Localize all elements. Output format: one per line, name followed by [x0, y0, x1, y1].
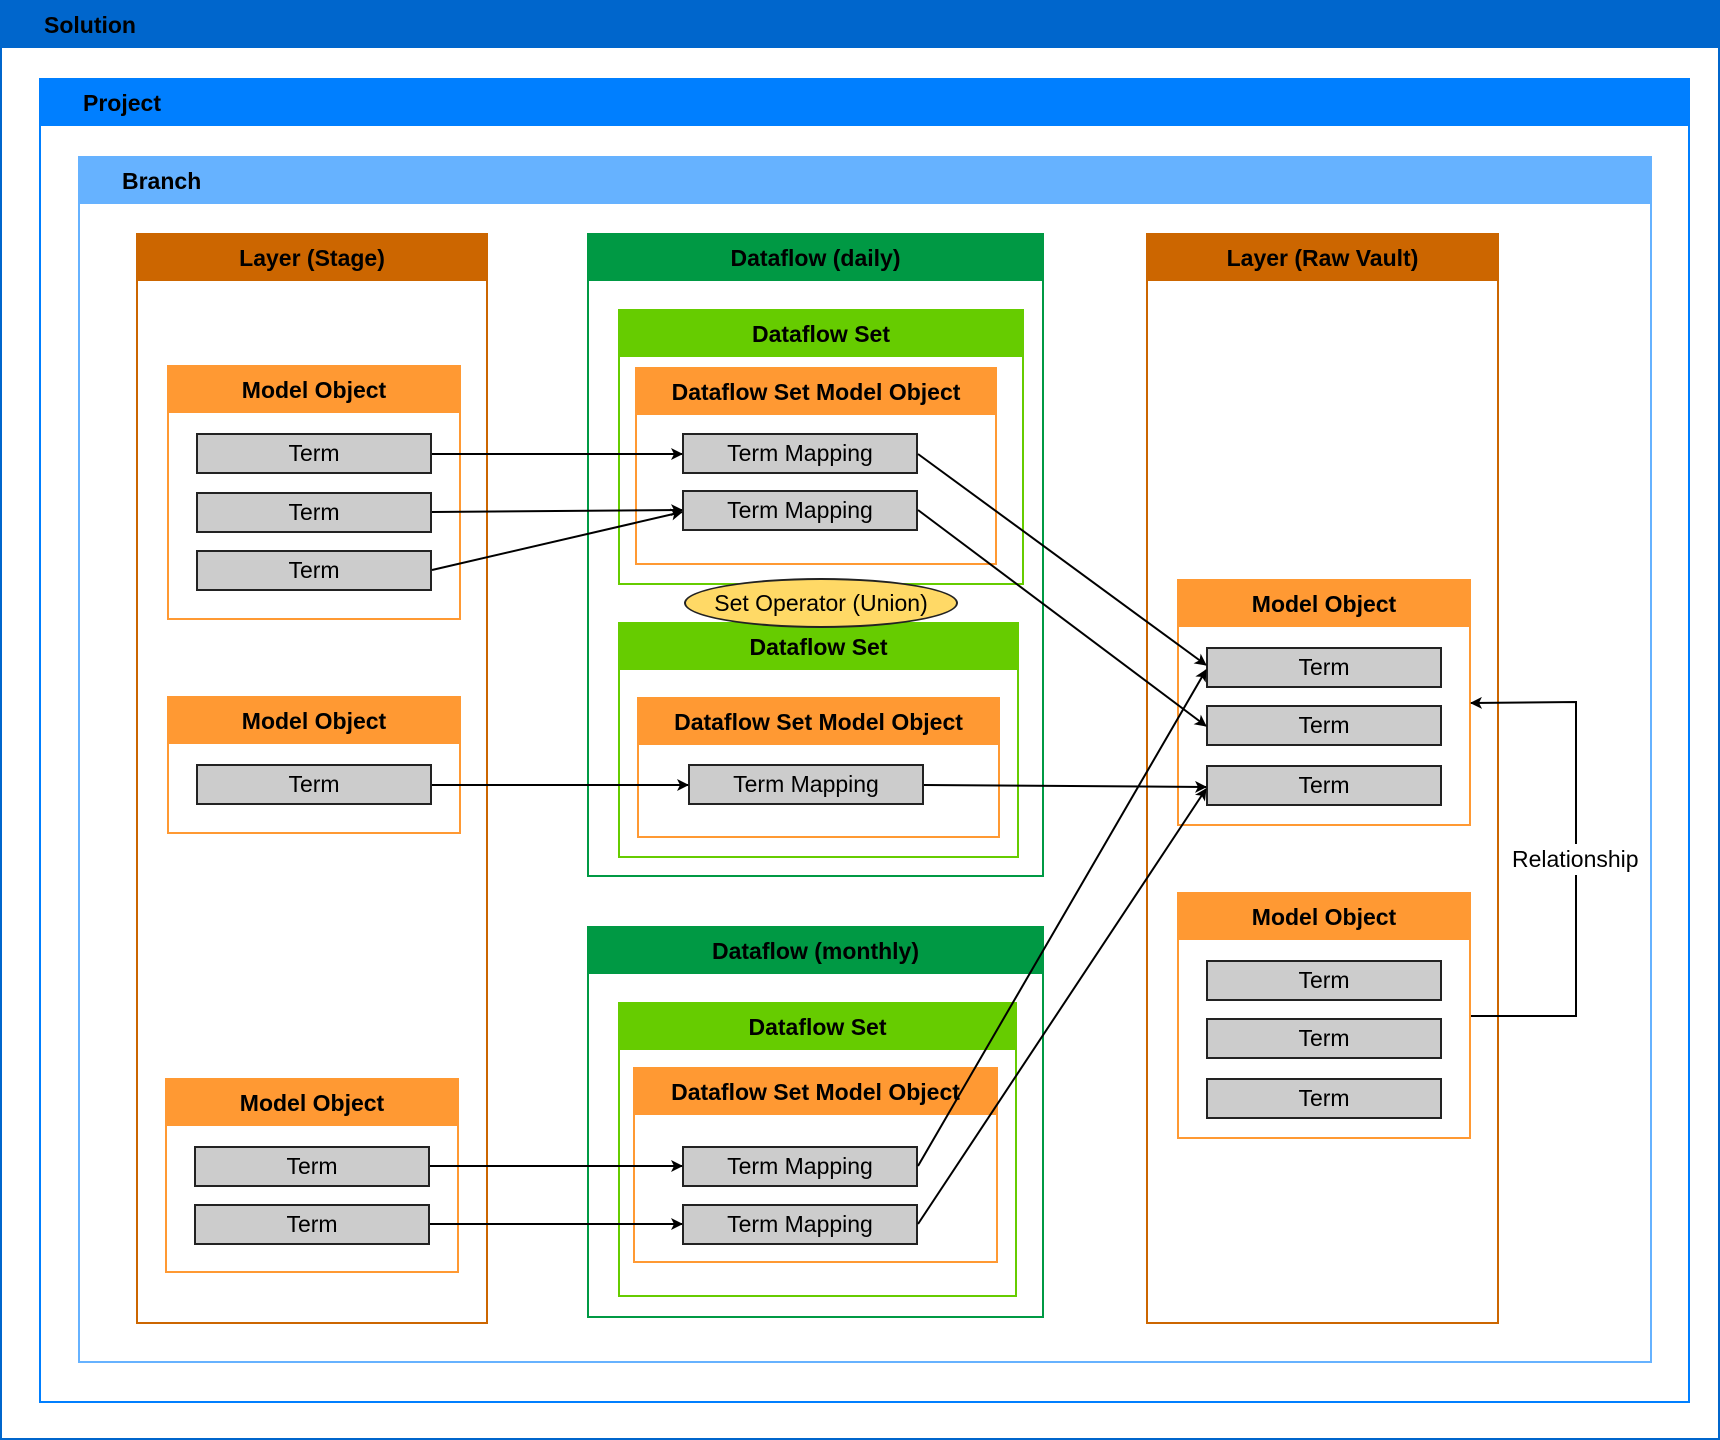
daily-set-1-model-object-header: Dataflow Set Model Object: [637, 369, 995, 415]
monthly-set-1-model-object-header: Dataflow Set Model Object: [635, 1069, 996, 1115]
project-header: Project: [41, 80, 1688, 126]
daily-dataflow-set-2-header: Dataflow Set: [620, 624, 1017, 670]
stage-mo3-term-1[interactable]: Term: [194, 1146, 430, 1187]
stage-mo1-term-2[interactable]: Term: [196, 492, 432, 533]
monthly-set-1-model-object-title: Dataflow Set Model Object: [671, 1078, 960, 1105]
arrow-monthly-mapping1-to-vault-term1: [917, 669, 1207, 1167]
stage-mo1-term-1[interactable]: Term: [196, 433, 432, 474]
vault-model-object-2-header: Model Object: [1179, 894, 1469, 940]
daily-set-1-model-object-title: Dataflow Set Model Object: [671, 378, 961, 405]
stage-mo3-term-2[interactable]: Term: [194, 1204, 430, 1245]
arrow-stage-term3-to-mapping2: [431, 508, 683, 571]
daily-set-1-term-mapping-1[interactable]: Term Mapping: [682, 433, 918, 474]
stage-model-object-3-header: Model Object: [167, 1080, 457, 1126]
dataflow-monthly-title: Dataflow (monthly): [712, 937, 919, 964]
daily-dataflow-set-2-title: Dataflow Set: [749, 633, 888, 660]
dataflow-daily-header: Dataflow (daily): [589, 235, 1042, 281]
daily-set-1-term-mapping-2[interactable]: Term Mapping: [682, 490, 918, 531]
dataflow-monthly-header: Dataflow (monthly): [589, 928, 1042, 974]
stage-model-object-2-title: Model Object: [241, 707, 387, 734]
vault-mo2-term-1[interactable]: Term: [1206, 960, 1442, 1001]
daily-dataflow-set-1-header: Dataflow Set: [620, 311, 1022, 357]
vault-model-object-1-title: Model Object: [1251, 590, 1397, 617]
arrow-stage-term2-to-mapping2: [431, 504, 683, 517]
dataflow-daily-title: Dataflow (daily): [730, 244, 901, 271]
stage-model-object-2-header: Model Object: [169, 698, 459, 744]
monthly-dataflow-set-1-title: Dataflow Set: [748, 1013, 887, 1040]
daily-set-2-model-object-header: Dataflow Set Model Object: [639, 699, 998, 745]
stage-mo2-term-1[interactable]: Term: [196, 764, 432, 805]
branch-title: Branch: [122, 167, 202, 194]
set-operator-union[interactable]: Set Operator (Union): [684, 578, 958, 628]
vault-mo1-term-1[interactable]: Term: [1206, 647, 1442, 688]
layer-raw-vault-title: Layer (Raw Vault): [1226, 244, 1419, 271]
vault-mo1-term-3[interactable]: Term: [1206, 765, 1442, 806]
solution-title: Solution: [44, 11, 136, 38]
stage-model-object-1-title: Model Object: [241, 376, 387, 403]
stage-model-object-1-header: Model Object: [169, 367, 459, 413]
stage-model-object-3-title: Model Object: [239, 1089, 385, 1116]
vault-model-object-1-header: Model Object: [1179, 581, 1469, 627]
vault-mo1-term-2[interactable]: Term: [1206, 705, 1442, 746]
layer-stage-title: Layer (Stage): [239, 244, 385, 271]
daily-set-2-term-mapping-1[interactable]: Term Mapping: [688, 764, 924, 805]
branch-header: Branch: [80, 158, 1650, 204]
arrow-mapping1-to-vault-term1: [917, 453, 1207, 666]
vault-model-object-2-title: Model Object: [1251, 903, 1397, 930]
arrow-monthly-mapping2-to-vault-term3: [917, 788, 1207, 1225]
arrow-mapping2-to-vault-term2: [917, 509, 1207, 727]
monthly-dataflow-set-1-header: Dataflow Set: [620, 1004, 1015, 1050]
arrow-set2-mapping-to-vault-term3: [923, 780, 1207, 793]
monthly-set-1-term-mapping-1[interactable]: Term Mapping: [682, 1146, 918, 1187]
monthly-set-1-term-mapping-2[interactable]: Term Mapping: [682, 1204, 918, 1245]
vault-mo2-term-2[interactable]: Term: [1206, 1018, 1442, 1059]
vault-mo2-term-3[interactable]: Term: [1206, 1078, 1442, 1119]
stage-mo1-term-3[interactable]: Term: [196, 550, 432, 591]
daily-dataflow-set-1-title: Dataflow Set: [751, 320, 891, 347]
layer-stage-header: Layer (Stage): [138, 235, 486, 281]
relationship-label: Relationship: [1510, 844, 1641, 875]
solution-header: Solution: [2, 2, 1718, 48]
daily-set-2-model-object-title: Dataflow Set Model Object: [674, 708, 963, 735]
layer-raw-vault-header: Layer (Raw Vault): [1148, 235, 1497, 281]
project-title: Project: [83, 89, 161, 116]
